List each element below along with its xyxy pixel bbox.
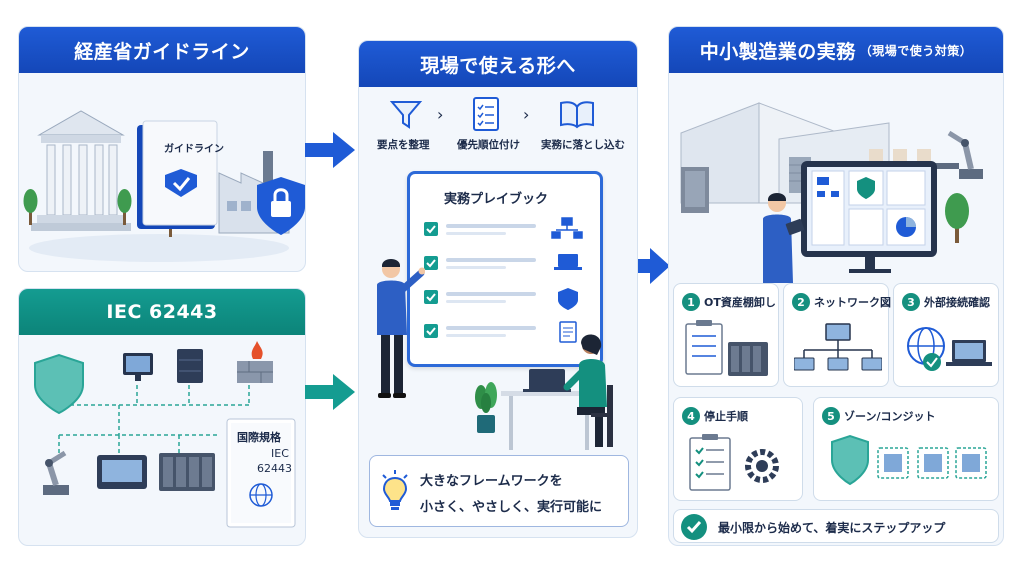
doc-line-2: IEC [271, 447, 289, 460]
card-title: 5 ゾーン/コンジット [822, 407, 935, 425]
shield-icon [558, 288, 578, 310]
card-number: 4 [682, 407, 700, 425]
seated-person-icon [501, 334, 613, 450]
card-label: OT資産棚卸し [704, 296, 776, 309]
guideline-panel: 経産省ガイドライン [18, 26, 306, 272]
card-label: 停止手順 [704, 410, 748, 423]
checkbox-icon [424, 256, 438, 270]
standard-document-icon [226, 418, 296, 528]
dashboard-screen [801, 161, 937, 273]
zone-conduit-icon [831, 434, 987, 486]
government-building-icon [31, 110, 131, 231]
practice-panel: 中小製造業の実務 （現場で使う対策） [668, 26, 1004, 546]
arrow-guideline-to-field [305, 132, 355, 168]
card-title: 1 OT資産棚卸し [682, 293, 776, 311]
card-title: 3 外部接続確認 [902, 293, 990, 311]
card-ot-asset-inventory[interactable]: 1 OT資産棚卸し [673, 283, 779, 387]
card-shutdown-procedure[interactable]: 4 停止手順 [673, 397, 803, 501]
checklist-icon [473, 97, 499, 131]
chevron-right-icon: › [437, 105, 444, 124]
footer-bar: 最小限から始めて、着実にステップアップ [673, 509, 999, 543]
practice-title-bar: 中小製造業の実務 （現場で使う対策） [669, 27, 1003, 73]
clipboard-server-icon [685, 320, 768, 376]
doc-line-3: 62443 [257, 462, 292, 475]
network-icon [551, 217, 583, 239]
book-label: ガイドライン [164, 144, 224, 155]
plant-icon [475, 382, 497, 433]
guideline-illustration [23, 110, 305, 262]
playbook-screen: 実務プレイブック [407, 171, 603, 367]
guideline-book-icon [137, 120, 218, 229]
iec-panel: IEC 62443 [18, 288, 306, 546]
step-label-prioritize: 優先順位付け [457, 139, 520, 151]
playbook-title: 実務プレイブック [444, 192, 549, 207]
funnel-icon [389, 101, 423, 129]
teal-shield-icon [34, 353, 84, 415]
shield-lock-icon [257, 177, 305, 235]
card-title: 4 停止手順 [682, 407, 748, 425]
step-label-organize: 要点を整理 [377, 139, 430, 151]
presenter-person-icon [377, 259, 425, 398]
iec-illustration [34, 341, 296, 528]
arrow-field-to-practice [638, 248, 670, 284]
card-label: ゾーン/コンジット [844, 410, 936, 423]
card-number: 5 [822, 407, 840, 425]
card-external-connection-check[interactable]: 3 外部接続確認 [893, 283, 999, 387]
hmi-panel-icon [97, 455, 147, 489]
checkbox-icon [424, 222, 438, 236]
card-label: 外部接続確認 [924, 296, 990, 309]
card-number: 2 [792, 293, 810, 311]
laptop-icon [554, 254, 582, 270]
footer-text: 最小限から始めて、着実にステップアップ [718, 521, 946, 535]
tip-box: 大きなフレームワークを 小さく、やさしく、実行可能に [369, 455, 629, 527]
lightbulb-icon [382, 470, 408, 510]
firewall-icon [237, 341, 273, 383]
plc-icon [159, 453, 215, 491]
field-title: 現場で使える形へ [359, 41, 637, 87]
practice-title-sub: （現場で使う対策） [859, 43, 973, 58]
doc-line-1: 国際規格 [237, 431, 281, 444]
open-book-icon [560, 101, 594, 129]
checkbox-icon [424, 290, 438, 304]
server-icon [177, 349, 203, 383]
chevron-right-icon: › [523, 105, 530, 124]
document-icon [559, 321, 577, 343]
card-network-diagram[interactable]: 2 ネットワーク図 [783, 283, 891, 387]
card-zone-conduit[interactable]: 5 ゾーン/コンジット [813, 397, 999, 501]
monitor-icon [123, 353, 153, 381]
tip-line-2: 小さく、やさしく、実行可能に [420, 500, 603, 515]
card-label: ネットワーク図 [814, 296, 891, 309]
check-circle-icon [681, 514, 707, 540]
field-panel: 現場で使える形へ › › 要点を整理 優先順位付け 実務に落とし込む 実務プレイ… [358, 40, 638, 538]
arrow-iec-to-field [305, 374, 355, 410]
guideline-title: 経産省ガイドライン [19, 27, 305, 73]
worker-person-icon [763, 193, 805, 283]
tree-icon [945, 193, 969, 243]
network-diagram-icon [794, 323, 882, 371]
iec-title: IEC 62443 [19, 289, 305, 335]
checkbox-icon [424, 324, 438, 338]
card-number: 1 [682, 293, 700, 311]
practice-title: 中小製造業の実務 [699, 40, 856, 63]
factory-scene [680, 102, 983, 283]
card-title: 2 ネットワーク図 [792, 293, 891, 311]
step-label-apply: 実務に落とし込む [541, 139, 625, 151]
clipboard-gear-icon [689, 434, 779, 491]
globe-laptop-icon [907, 327, 992, 371]
tip-line-1: 大きなフレームワークを [420, 474, 563, 489]
playbook-rows [424, 217, 583, 343]
robot-arm-icon [947, 130, 983, 179]
card-number: 3 [902, 293, 920, 311]
robot-arm-icon [43, 450, 69, 495]
